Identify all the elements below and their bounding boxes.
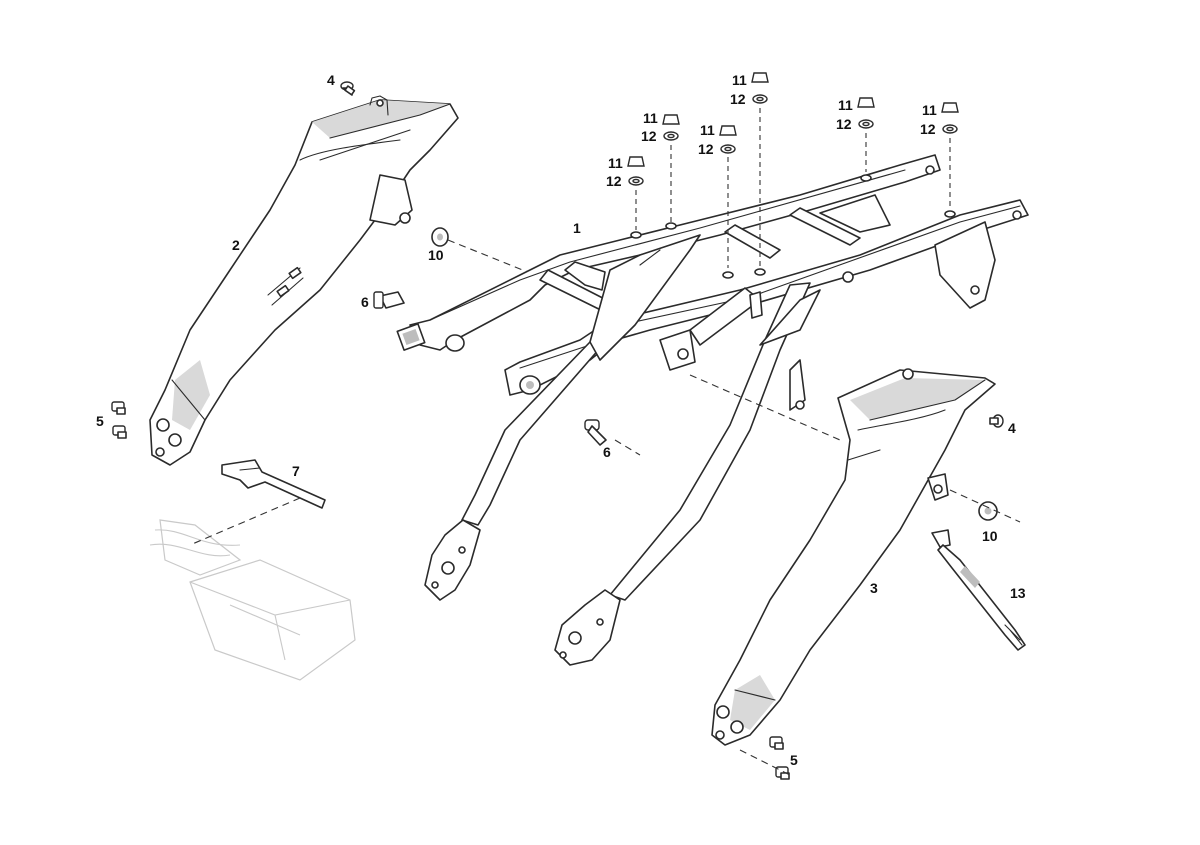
callout-screw-top-left: 4 bbox=[327, 72, 335, 88]
callout-washer-b: 12 bbox=[641, 128, 657, 144]
bracket bbox=[221, 459, 326, 509]
left-cover bbox=[149, 95, 459, 466]
callout-washer-a: 12 bbox=[606, 173, 622, 189]
callout-washer-c: 12 bbox=[698, 141, 714, 157]
nut-set-e bbox=[857, 97, 875, 129]
callout-washer-left: 10 bbox=[428, 247, 444, 263]
callout-nut-b: 11 bbox=[643, 110, 658, 126]
callout-nut-f: 11 bbox=[922, 102, 937, 118]
nut-set-b bbox=[662, 114, 680, 141]
nut-set-d bbox=[751, 72, 769, 104]
washer-right bbox=[978, 501, 998, 521]
right-cover bbox=[711, 368, 996, 746]
nut-set-a bbox=[627, 156, 645, 186]
leader-washer-right bbox=[949, 489, 1021, 523]
callout-washer-d: 12 bbox=[730, 91, 746, 107]
leader-bracket bbox=[189, 497, 301, 546]
leader-bolt-center bbox=[614, 439, 641, 456]
leader-bottom-right bbox=[739, 749, 791, 776]
callout-nut-d: 11 bbox=[732, 72, 747, 88]
callout-bolt-frame-left: 6 bbox=[361, 294, 369, 310]
callout-nut-a: 11 bbox=[608, 155, 623, 171]
main-frame bbox=[396, 154, 1029, 666]
callout-left-cover: 2 bbox=[232, 237, 240, 253]
long-bolt bbox=[931, 529, 1026, 651]
callout-nut-e: 11 bbox=[838, 97, 853, 113]
leader-center bbox=[689, 374, 841, 441]
callout-frame: 1 bbox=[573, 220, 581, 236]
callout-long-bolt: 13 bbox=[1010, 585, 1026, 601]
nuts-and-washers bbox=[627, 72, 959, 186]
bolt-frame-left bbox=[373, 291, 405, 309]
callout-bolt-left: 5 bbox=[96, 413, 104, 429]
bolts-bottom-right bbox=[769, 736, 790, 780]
callout-nut-c: 11 bbox=[700, 122, 715, 138]
callouts: 1 2 3 4 4 5 5 6 6 7 10 10 13 11 12 11 12… bbox=[96, 72, 1026, 768]
callout-bracket: 7 bbox=[292, 463, 300, 479]
faint-battery-area bbox=[149, 519, 356, 681]
bolt-frame-center bbox=[584, 419, 607, 446]
screw-right bbox=[989, 414, 1004, 428]
callout-bolt-frame-center: 6 bbox=[603, 444, 611, 460]
callout-right-cover: 3 bbox=[870, 580, 878, 596]
nut-set-f bbox=[941, 102, 959, 134]
nut-leaders bbox=[635, 108, 951, 268]
nut-set-c bbox=[719, 125, 737, 154]
callout-bolt-bottom-right: 5 bbox=[790, 752, 798, 768]
callout-washer-f: 12 bbox=[920, 121, 936, 137]
callout-screw-right: 4 bbox=[1008, 420, 1016, 436]
bolts-left bbox=[111, 401, 127, 439]
callout-washer-right: 10 bbox=[982, 528, 998, 544]
screw-top-left bbox=[340, 81, 356, 96]
callout-washer-e: 12 bbox=[836, 116, 852, 132]
washer-left bbox=[431, 227, 449, 247]
